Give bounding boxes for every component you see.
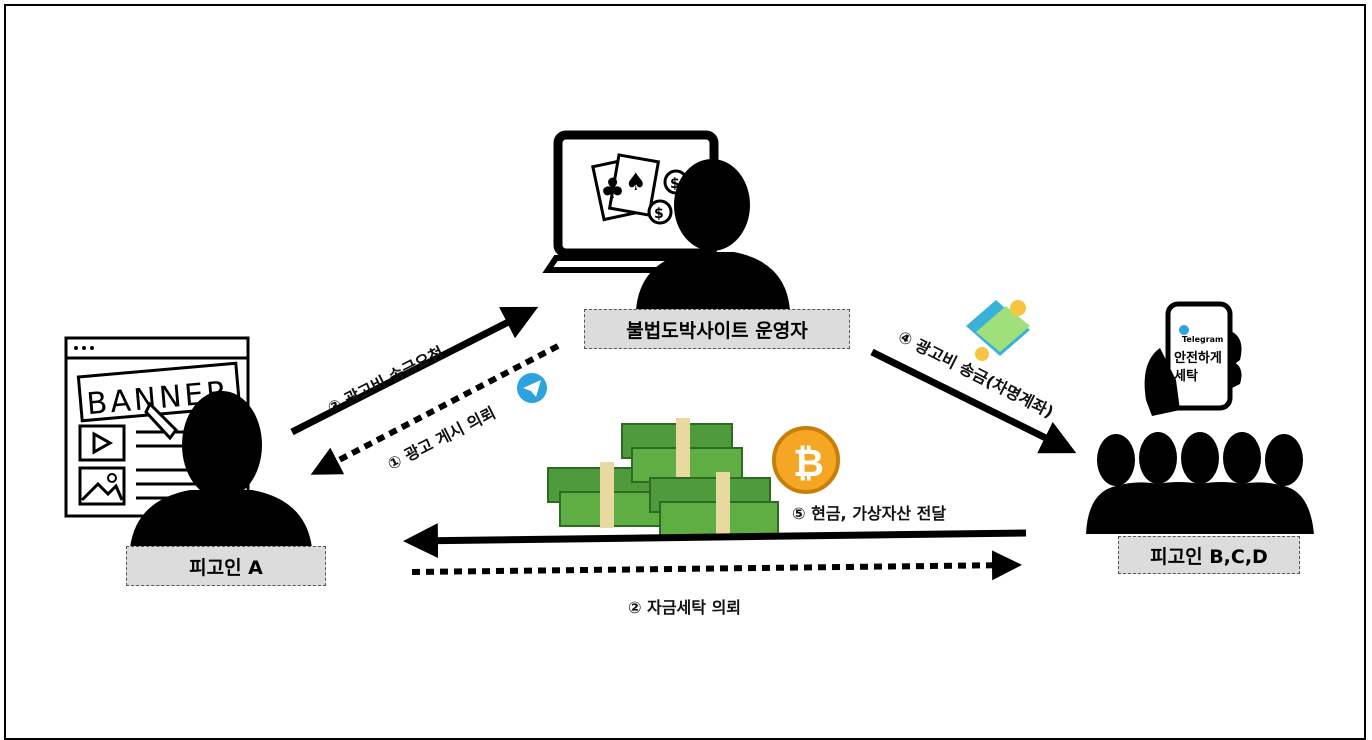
svg-text:₿: ₿ [793, 441, 824, 485]
group-silhouette-icon [1086, 432, 1314, 534]
arrow-step2 [411, 550, 1022, 581]
playing-cards-icon: ♣ ♠ [591, 153, 661, 222]
step2-label: ② 자금세탁 의뢰 [628, 598, 742, 617]
bitcoin-icon: ₿ [772, 426, 840, 494]
step5-label: ⑤ 현금, 가상자산 전달 [792, 504, 947, 523]
defendant-a-silhouette-icon [130, 391, 312, 548]
svg-text:$: $ [654, 206, 664, 222]
arrow-step5 [403, 523, 1027, 559]
wallet-icon [966, 300, 1030, 361]
telegram-icon [517, 373, 547, 403]
smartphone-icon [1144, 301, 1242, 416]
phone-text-line2: 세탁 [1174, 368, 1198, 384]
svg-text:$: $ [670, 176, 680, 192]
defendants-bcd-label: 피고인 B,C,D [1118, 536, 1300, 574]
phone-text-line1: 안전하게 [1174, 350, 1222, 366]
arrow-step1 [310, 343, 560, 475]
operator-label: 불법도박사이트 운영자 [584, 309, 850, 349]
arrow-step4 [870, 348, 1077, 454]
pointing-hand-icon [144, 401, 178, 441]
svg-text:♠: ♠ [625, 168, 647, 196]
cash-bundles-icon [547, 418, 779, 538]
svg-text:♣: ♣ [600, 172, 625, 205]
arrow-step3 [290, 306, 539, 436]
operator-silhouette-icon [636, 159, 790, 310]
phone-app-name: Telegram [1182, 335, 1223, 344]
defendant-a-label: 피고인 A [126, 546, 326, 586]
